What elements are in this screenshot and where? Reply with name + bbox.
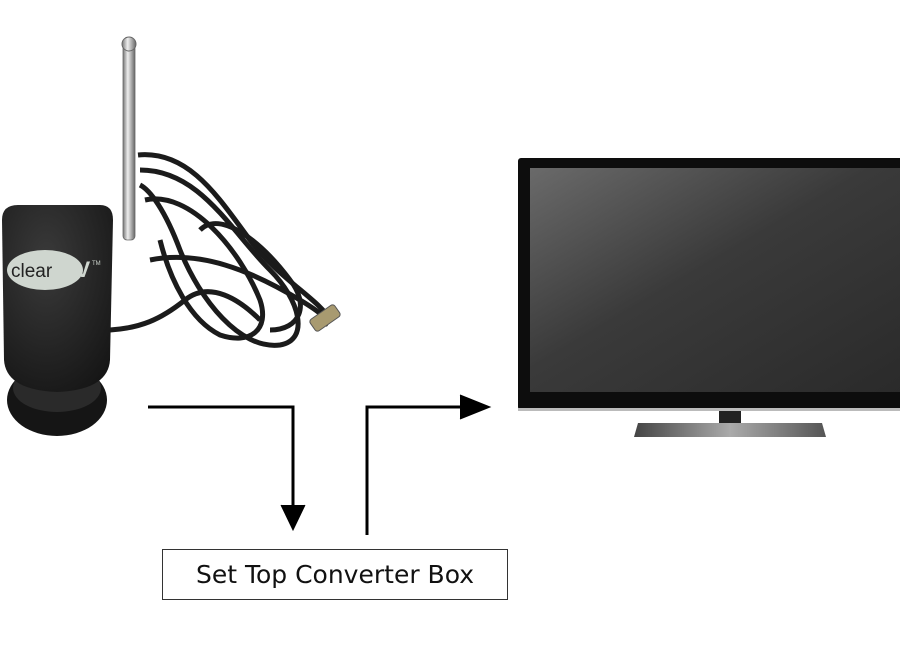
- svg-text:TM: TM: [92, 261, 101, 267]
- antenna-cable: [109, 152, 333, 348]
- antenna-illustration: clear TV TM: [2, 36, 341, 436]
- signal-arrow-to-tv: [365, 394, 492, 535]
- cable-connector-icon: [309, 304, 341, 332]
- signal-arrow-to-box: [148, 405, 306, 532]
- antenna-tip: [121, 36, 137, 52]
- cleartv-logo: [7, 250, 83, 290]
- antenna-rod: [122, 44, 136, 241]
- svg-text:TV: TV: [62, 257, 90, 282]
- svg-text:clear: clear: [11, 261, 53, 282]
- antenna-body: [2, 205, 113, 392]
- tv-stand-neck: [719, 411, 741, 425]
- tv-screen: [530, 168, 900, 392]
- tv-stand-base: [634, 423, 826, 437]
- set-top-converter-box-label: Set Top Converter Box: [162, 549, 508, 600]
- tv-illustration: [518, 158, 900, 437]
